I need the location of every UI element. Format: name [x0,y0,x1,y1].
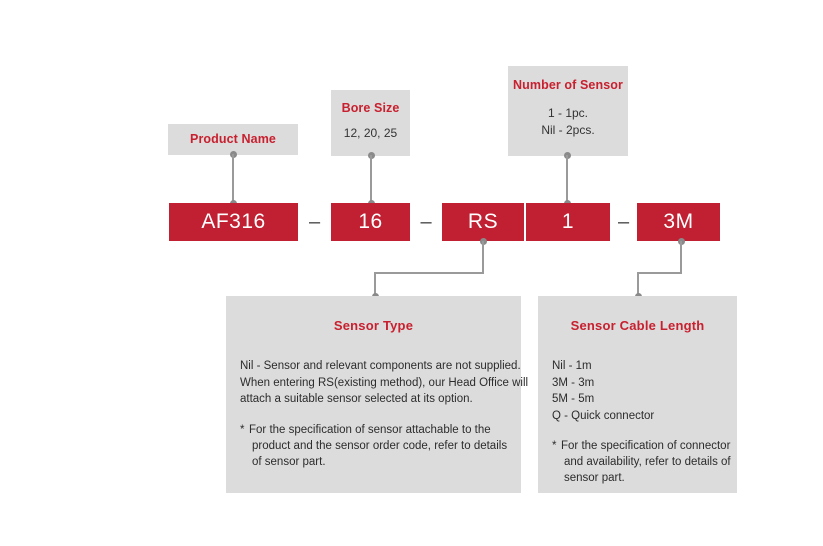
panel-sensor-type-title: Sensor Type [333,318,414,333]
separator-3: – [617,211,630,233]
code-bar-sensor-count-value: 1 [561,210,575,233]
panel-sensor-cable-length-body-line-2: 5M - 5m [552,393,595,405]
connector-line-cable-length-drop [637,272,639,296]
panel-sensor-cable-length: Sensor Cable Length Nil - 1m 3M - 3m 5M … [538,296,737,493]
panel-sensor-type: Sensor Type Nil - Sensor and relevant co… [226,296,529,493]
panel-sensor-type-note: * For the specification of sensor attach… [240,422,521,470]
panel-sensor-cable-length-note-star: * [552,440,557,452]
panel-sensor-type-note-line-2: of sensor part. [252,455,326,468]
callout-bore-size-line-0: 12, 20, 25 [343,126,398,140]
code-bar-cable-length-value: 3M [663,210,694,233]
panel-sensor-cable-length-body-line-0: Nil - 1m [552,360,592,372]
separator-2: – [420,211,432,233]
callout-number-of-sensor-title: Number of Sensor [513,78,623,92]
code-bar-product-name[interactable]: AF316 [169,203,298,241]
code-bar-sensor-count[interactable]: 1 [526,203,610,241]
code-bar-product-name-value: AF316 [201,210,266,233]
panel-sensor-cable-length-note-line-0: For the specification of connector [561,440,731,452]
callout-product-name: Product Name [168,124,298,155]
panel-sensor-cable-length-note: * For the specification of connector and… [552,438,737,486]
panel-sensor-cable-length-note-body: For the specification of connector and a… [552,438,737,486]
connector-line-product-name [232,154,234,203]
callout-product-name-title: Product Name [190,132,276,146]
connector-line-cable-length-across [637,272,682,274]
panel-sensor-type-note-line-1: product and the sensor order code, refer… [252,439,508,452]
code-bar-bore-size[interactable]: 16 [331,203,410,241]
callout-bore-size: Bore Size 12, 20, 25 [331,90,410,156]
connector-line-sensor-type-across [374,272,484,274]
panel-sensor-type-note-body: For the specification of sensor attachab… [240,422,521,470]
panel-sensor-cable-length-body: Nil - 1m 3M - 3m 5M - 5m Q - Quick conne… [552,358,737,424]
connector-line-cable-length-down [680,241,682,274]
panel-sensor-cable-length-body-line-1: 3M - 3m [552,376,595,389]
code-bar-cable-length[interactable]: 3M [637,203,720,241]
panel-sensor-type-note-star: * [240,423,245,436]
callout-number-of-sensor: Number of Sensor 1 - 1pc. Nil - 2pcs. [508,66,628,156]
connector-line-number-of-sensor [566,155,568,203]
code-bar-sensor-type-value: RS [467,210,499,233]
panel-sensor-cable-length-note-line-2: sensor part. [564,472,625,484]
callout-number-of-sensor-line-1: Nil - 2pcs. [541,123,595,137]
panel-sensor-type-body-line-0: Nil - Sensor and relevant components are… [240,360,521,372]
panel-sensor-type-note-line-0: For the specification of sensor attachab… [249,423,491,436]
panel-sensor-type-body-line-1: When entering RS(existing method), our H… [240,376,529,389]
panel-sensor-type-body: Nil - Sensor and relevant components are… [240,358,529,408]
panel-sensor-type-body-line-2: attach a suitable sensor selected at its… [240,393,473,405]
callout-bore-size-title: Bore Size [341,101,400,115]
panel-sensor-cable-length-note-line-1: and availability, refer to details of [564,456,731,468]
connector-line-sensor-type-drop [374,272,376,296]
code-bar-bore-size-value: 16 [358,210,383,233]
separator-1: – [308,211,321,233]
connector-line-bore-size [370,155,372,203]
panel-sensor-cable-length-body-line-3: Q - Quick connector [552,409,655,422]
connector-line-sensor-type-down [482,241,484,274]
code-bar-sensor-type[interactable]: RS [442,203,524,241]
callout-number-of-sensor-line-0: 1 - 1pc. [547,106,589,120]
panel-sensor-cable-length-title: Sensor Cable Length [570,318,705,333]
